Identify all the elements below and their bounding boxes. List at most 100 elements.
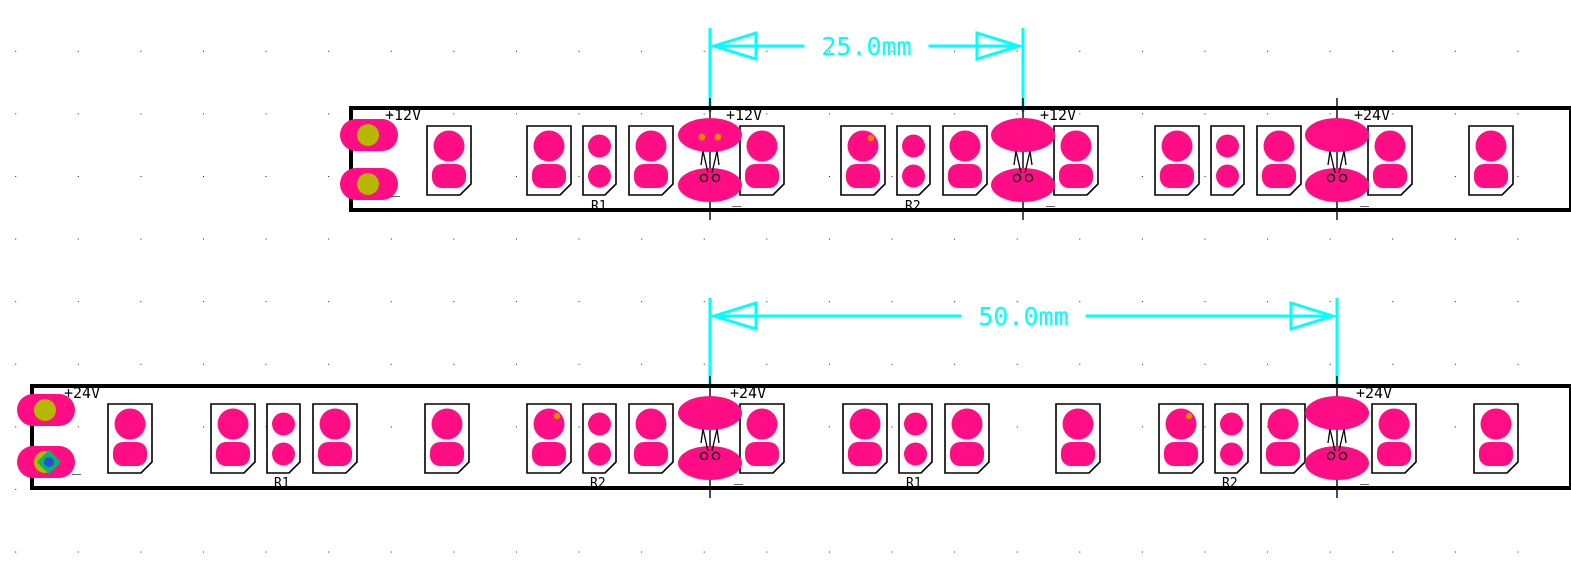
- pad-top[interactable]: [951, 408, 983, 440]
- component-resistor[interactable]: R2: [1214, 403, 1249, 491]
- pad-bottom[interactable]: [634, 164, 668, 188]
- pad-bottom[interactable]: [1061, 442, 1095, 466]
- pad-top[interactable]: [904, 412, 927, 436]
- pad-bottom[interactable]: [1262, 164, 1296, 188]
- pad-bottom[interactable]: [745, 442, 779, 466]
- component-led[interactable]: [1473, 403, 1519, 474]
- pad-top[interactable]: [533, 130, 565, 162]
- component-led[interactable]: [526, 403, 572, 474]
- pad-top[interactable]: [1060, 130, 1092, 162]
- pad-top[interactable]: [1374, 130, 1406, 162]
- component-led[interactable]: [107, 403, 153, 474]
- pad-top[interactable]: [1062, 408, 1094, 440]
- terminal-positive[interactable]: +12V: [340, 106, 421, 151]
- pad-bottom[interactable]: [1164, 442, 1198, 466]
- pad-bottom[interactable]: [532, 442, 566, 466]
- pad-top[interactable]: [588, 134, 611, 158]
- cut-pad-negative[interactable]: [991, 168, 1055, 202]
- pad-bottom[interactable]: [634, 442, 668, 466]
- component-led[interactable]: [1055, 403, 1101, 474]
- component-led[interactable]: [739, 403, 785, 474]
- pad-top[interactable]: [1165, 408, 1197, 440]
- pad-bottom[interactable]: [113, 442, 147, 466]
- component-resistor[interactable]: R2: [896, 125, 931, 214]
- cut-pad-positive[interactable]: [991, 118, 1055, 152]
- pad-bottom[interactable]: [1266, 442, 1300, 466]
- pad-bottom[interactable]: [1377, 442, 1411, 466]
- pad-top[interactable]: [1161, 130, 1193, 162]
- component-led[interactable]: [1468, 125, 1514, 196]
- pad-bottom[interactable]: [318, 442, 352, 466]
- cut-mark-cut-mark-2[interactable]: +24V_: [1305, 376, 1392, 498]
- cut-pad-negative[interactable]: [678, 446, 742, 480]
- cut-pad-negative[interactable]: [1305, 446, 1369, 480]
- cut-pad-negative[interactable]: [1305, 168, 1369, 202]
- component-led[interactable]: [1367, 125, 1413, 196]
- component-led[interactable]: [526, 125, 572, 196]
- component-led[interactable]: [628, 125, 674, 196]
- component-led[interactable]: [1154, 125, 1200, 196]
- cut-mark-cut-mark-3[interactable]: +24V_: [1305, 98, 1390, 220]
- pad-top[interactable]: [635, 408, 667, 440]
- cut-mark-cut-mark-1[interactable]: +12V_: [678, 98, 762, 220]
- cut-pad-positive[interactable]: [678, 118, 742, 152]
- pad-bottom[interactable]: [1479, 442, 1513, 466]
- component-led[interactable]: [1260, 403, 1306, 474]
- pad-top[interactable]: [319, 408, 351, 440]
- component-resistor[interactable]: [1210, 125, 1245, 196]
- pad-bottom[interactable]: [532, 164, 566, 188]
- cut-pad-positive[interactable]: [1305, 396, 1369, 430]
- pad-bottom[interactable]: [1160, 164, 1194, 188]
- cut-pad-positive[interactable]: [678, 396, 742, 430]
- terminal-negative[interactable]: _: [340, 168, 401, 200]
- pad-bottom[interactable]: [745, 164, 779, 188]
- pad-bottom[interactable]: [1216, 164, 1239, 188]
- terminal-negative[interactable]: _: [17, 446, 82, 478]
- component-led[interactable]: [210, 403, 256, 474]
- pad-bottom[interactable]: [1373, 164, 1407, 188]
- pad-top[interactable]: [1378, 408, 1410, 440]
- cut-pad-negative[interactable]: [678, 168, 742, 202]
- pad-top[interactable]: [433, 130, 465, 162]
- component-led[interactable]: [424, 403, 470, 474]
- pad-top[interactable]: [746, 408, 778, 440]
- pad-top[interactable]: [1475, 130, 1507, 162]
- pad-bottom[interactable]: [216, 442, 250, 466]
- cut-pad-positive[interactable]: [1305, 118, 1369, 152]
- pad-top[interactable]: [1220, 412, 1243, 436]
- pad-top[interactable]: [849, 408, 881, 440]
- pad-top[interactable]: [902, 134, 925, 158]
- cut-mark-cut-mark-1[interactable]: +24V_: [678, 376, 766, 498]
- component-resistor[interactable]: R2: [582, 403, 617, 491]
- pad-top[interactable]: [217, 408, 249, 440]
- pad-top[interactable]: [746, 130, 778, 162]
- pad-bottom[interactable]: [432, 164, 466, 188]
- pad-top[interactable]: [272, 412, 295, 436]
- component-led[interactable]: [628, 403, 674, 474]
- cut-mark-cut-mark-2[interactable]: +12V_: [991, 98, 1076, 220]
- pad-top[interactable]: [431, 408, 463, 440]
- pad-bottom[interactable]: [1220, 442, 1243, 466]
- component-led[interactable]: [1158, 403, 1204, 474]
- terminal-positive[interactable]: +24V: [17, 384, 100, 426]
- pad-top[interactable]: [847, 130, 879, 162]
- pad-top[interactable]: [1267, 408, 1299, 440]
- pad-bottom[interactable]: [902, 164, 925, 188]
- pad-bottom[interactable]: [846, 164, 880, 188]
- pad-top[interactable]: [1263, 130, 1295, 162]
- pad-top[interactable]: [1216, 134, 1239, 158]
- pad-top[interactable]: [635, 130, 667, 162]
- pad-bottom[interactable]: [1474, 164, 1508, 188]
- component-resistor[interactable]: R1: [898, 403, 933, 491]
- pad-bottom[interactable]: [950, 442, 984, 466]
- pad-bottom[interactable]: [848, 442, 882, 466]
- pad-bottom[interactable]: [588, 442, 611, 466]
- component-led[interactable]: [1371, 403, 1417, 474]
- pad-bottom[interactable]: [904, 442, 927, 466]
- component-resistor[interactable]: R1: [582, 125, 617, 214]
- pad-top[interactable]: [114, 408, 146, 440]
- component-led[interactable]: [942, 125, 988, 196]
- component-led[interactable]: [1053, 125, 1099, 196]
- pad-top[interactable]: [588, 412, 611, 436]
- component-led[interactable]: [426, 125, 472, 196]
